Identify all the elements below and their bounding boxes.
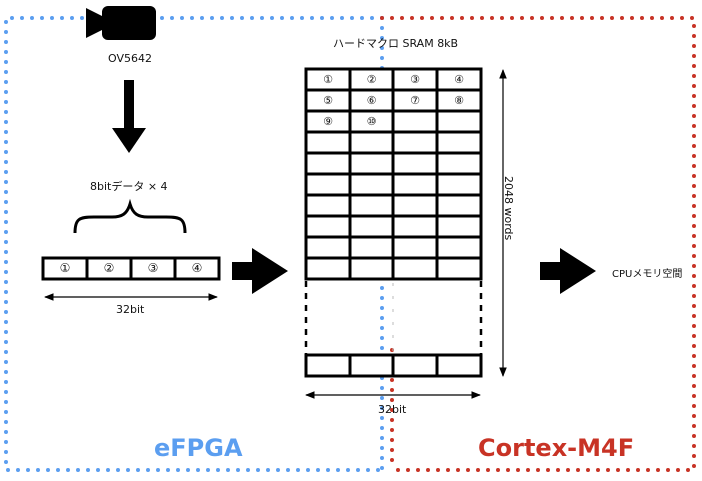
sram-cell — [391, 353, 439, 378]
sram-cell — [348, 193, 395, 218]
sram-cell — [435, 193, 483, 218]
sram-cell — [435, 353, 483, 378]
sram-cell — [391, 130, 439, 155]
sram-cell-label: ⑤ — [323, 94, 333, 107]
sram-cell-label: ② — [366, 73, 377, 86]
arrow-to-sram — [232, 248, 288, 294]
sram-cell — [348, 151, 395, 176]
sram-cell-label: ⑩ — [366, 115, 377, 128]
sram-continuation — [304, 281, 483, 355]
sram-cell — [304, 256, 352, 281]
word-cell-2: ② — [103, 261, 115, 275]
sram-cell — [435, 151, 483, 176]
camera-icon — [86, 6, 156, 40]
sram-cell — [304, 353, 352, 378]
sram-cell — [435, 109, 483, 134]
sram-cell — [348, 353, 395, 378]
sram-cell-label: ① — [323, 73, 333, 86]
camera-down-arrow — [112, 80, 146, 153]
word-cell-4: ④ — [191, 261, 203, 275]
efpga-region-border — [4, 16, 384, 472]
cortex-region-label: Cortex-M4F — [478, 434, 635, 462]
sram-cell — [391, 235, 439, 260]
sram-cell — [304, 130, 352, 155]
sram-cell — [435, 235, 483, 260]
sram-cell — [304, 172, 352, 197]
cpu-memory-label: CPUメモリ空間 — [612, 269, 683, 280]
word-width-label: 32bit — [116, 303, 145, 316]
sram-depth-label: 2048 words — [502, 176, 515, 241]
sram-cell — [348, 214, 395, 239]
sram-cell — [304, 151, 352, 176]
sram-cell-label: ⑧ — [454, 94, 464, 107]
sram-cell — [391, 172, 439, 197]
sram-cell — [435, 172, 483, 197]
curly-brace — [73, 198, 187, 234]
sram-cell — [304, 235, 352, 260]
sram-cell — [391, 256, 439, 281]
sram-cell — [304, 193, 352, 218]
sram-grid — [304, 67, 483, 378]
sram-cell — [391, 109, 439, 134]
sram-cell-label: ③ — [410, 73, 420, 86]
sram-cell — [391, 214, 439, 239]
sram-cell — [348, 235, 395, 260]
sram-cell — [435, 214, 483, 239]
sram-cell-label: ④ — [454, 73, 464, 86]
word-cell-3: ③ — [147, 261, 159, 275]
sram-cell — [435, 256, 483, 281]
efpga-region-label: eFPGA — [154, 434, 243, 462]
sram-title: ハードマクロ SRAM 8kB — [333, 37, 459, 50]
sram-cell-label: ⑦ — [410, 94, 420, 107]
word-cell-1: ① — [59, 261, 71, 275]
word-register — [41, 256, 221, 281]
sram-cell — [348, 130, 395, 155]
sram-cell — [348, 172, 395, 197]
sram-cell-label: ⑥ — [366, 94, 377, 107]
camera-label: OV5642 — [108, 52, 152, 65]
sram-cell — [391, 193, 439, 218]
sram-cell-label: ⑨ — [323, 115, 333, 128]
sram-cell — [435, 130, 483, 155]
byte-data-label: 8bitデータ × 4 — [90, 180, 168, 193]
sram-cell — [348, 256, 395, 281]
sram-cell — [391, 151, 439, 176]
arrow-to-cpu — [540, 248, 596, 294]
sram-width-label: 32bit — [378, 403, 407, 416]
sram-cell — [304, 214, 352, 239]
